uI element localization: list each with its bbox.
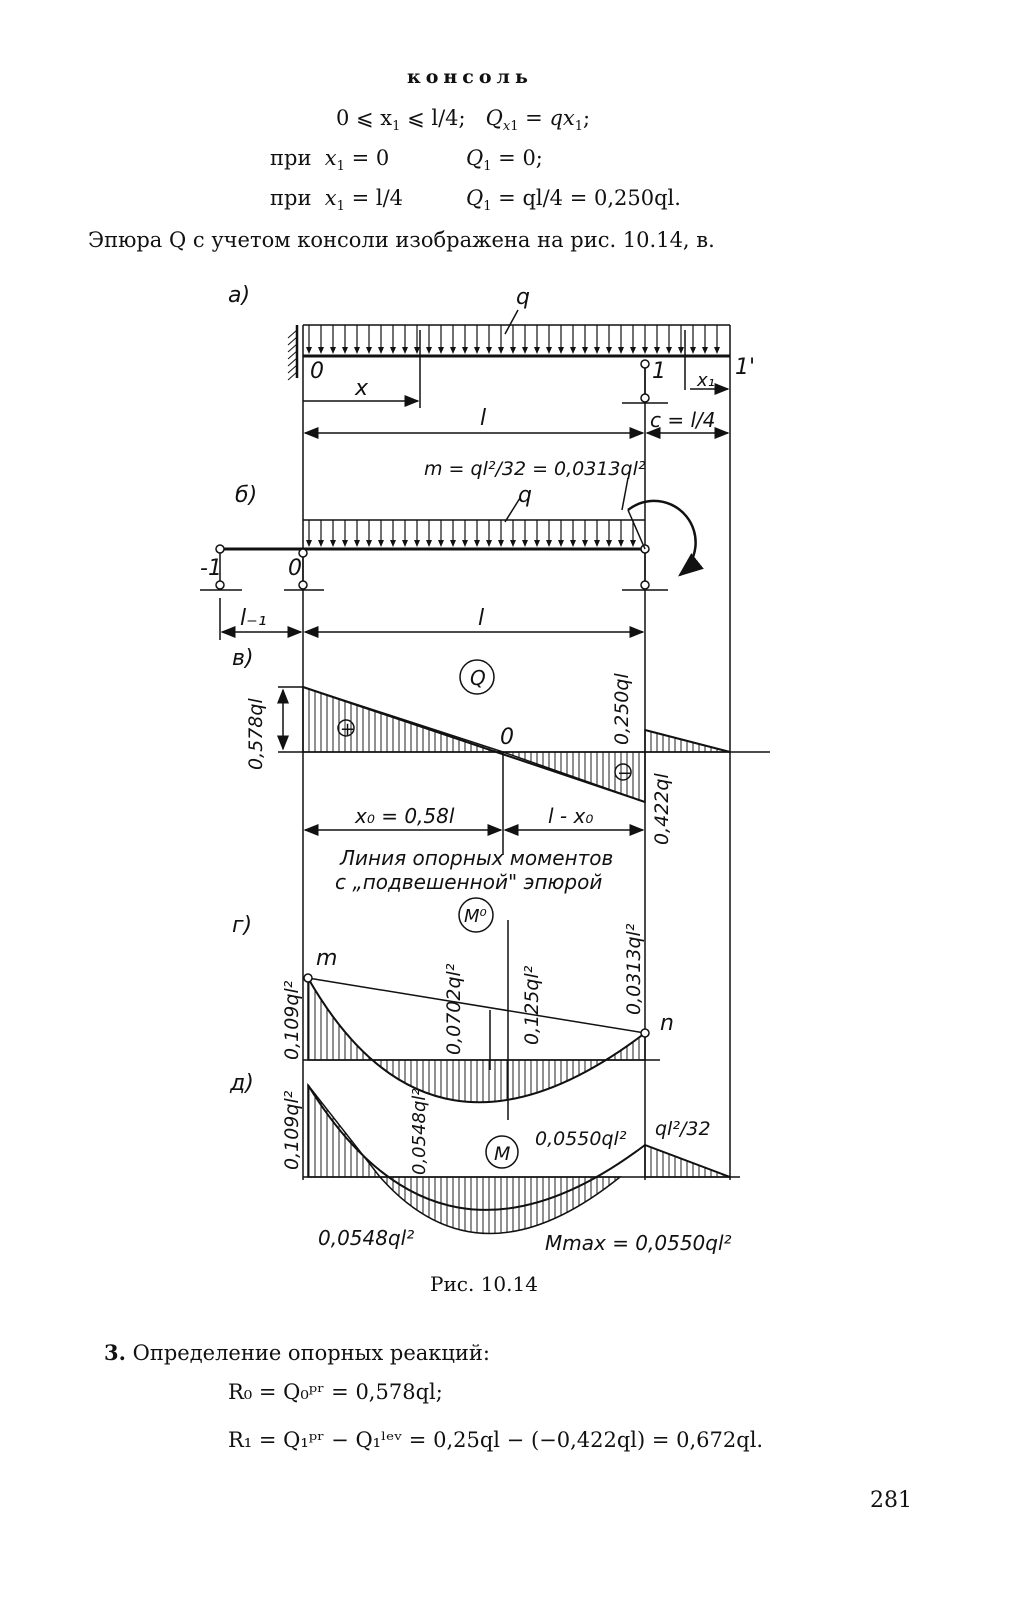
m-label-circle <box>485 1135 519 1169</box>
condition-row-1: при x1 = 0 <box>270 146 390 175</box>
label-moment-equation: m = ql²/32 = 0,0313ql² <box>424 458 646 480</box>
label-l-b: l <box>478 606 484 631</box>
reaction-r1: R₁ = Q₁ᵖʳ − Q₁ˡᵉᵛ = 0,25ql − (−0,422ql) … <box>228 1428 764 1452</box>
label-support-line-1: Линия опорных моментов <box>339 846 613 870</box>
label-x: x <box>354 376 369 401</box>
section-heading: 3. Определение опорных реакций: <box>104 1340 490 1365</box>
moment-diagram-m <box>303 1082 740 1235</box>
label-q-b: q <box>518 483 532 508</box>
label-mmax: Mmax = 0,0550ql² <box>545 1231 732 1255</box>
condition-row-2: при x1 = l/4 <box>270 186 404 215</box>
label-00550ql2-g: 0,0550ql² <box>535 1128 627 1150</box>
shear-diagram-q <box>277 659 770 855</box>
label-node0-a: 0 <box>310 359 324 384</box>
label-0422ql: 0,422ql <box>651 773 673 845</box>
label-node1-prime: 1' <box>735 355 755 380</box>
reaction-r0: R₀ = Q₀ᵖʳ = 0,578ql; <box>228 1380 443 1404</box>
label-support-line-2: с „подвешенной" эпюрой <box>335 870 602 894</box>
moment-diagram-m0 <box>303 897 660 1120</box>
label-0125ql2: 0,125ql² <box>521 965 543 1045</box>
figure-caption: Рис. 10.14 <box>430 1272 538 1296</box>
page-number: 281 <box>870 1488 912 1513</box>
support-moments-line <box>307 977 646 1034</box>
label-0578ql: 0,578ql <box>245 698 267 770</box>
label-node-minus1: -1 <box>200 556 222 581</box>
label-0250ql: 0,250ql <box>611 673 633 745</box>
scheme-b <box>200 477 704 640</box>
equation-range: 0 ⩽ x1 ⩽ l/4; Qx1 = qx1; <box>336 106 591 135</box>
label-d: д) <box>229 1071 254 1096</box>
label-c: c = l/4 <box>650 408 716 432</box>
label-0109ql2-d: 0,109ql² <box>281 1090 303 1170</box>
label-Q-circle: Q <box>470 666 486 690</box>
condition-row-1-result: Q1 = 0; <box>466 146 543 175</box>
label-zero: 0 <box>500 725 514 750</box>
label-a: а) <box>228 283 250 308</box>
m0-label-circle <box>458 897 494 933</box>
label-q-a: q <box>516 285 530 310</box>
label-00548ql2-g: 0,0548ql² <box>409 1088 430 1175</box>
label-node1-a: 1 <box>652 359 666 384</box>
label-ql2-32: ql²/32 <box>655 1118 711 1140</box>
wall-hatch <box>287 329 298 381</box>
label-l-a: l <box>480 406 486 431</box>
label-n: n <box>660 1011 674 1036</box>
label-m: m <box>316 946 337 971</box>
condition-row-2-result: Q1 = ql/4 = 0,250ql. <box>466 186 681 215</box>
label-0109ql2-g: 0,109ql² <box>281 980 303 1060</box>
label-00702ql2: 0,0702ql² <box>443 963 465 1055</box>
label-x1: x₁ <box>696 370 715 391</box>
q-label-circle <box>459 659 495 695</box>
label-00548ql2-d: 0,0548ql² <box>318 1226 414 1250</box>
label-g: г) <box>232 913 252 938</box>
distributed-load-arrows-a <box>306 325 720 354</box>
label-plus: + <box>340 719 355 740</box>
label-l-minus-x0: l - x₀ <box>548 804 593 828</box>
label-minus: − <box>617 763 632 784</box>
figure-reference-note: Эпюра Q с учетом консоли изображена на р… <box>88 228 715 252</box>
label-M-circle: M <box>494 1143 510 1165</box>
label-b: б) <box>235 483 257 508</box>
label-node0-b: 0 <box>288 556 302 581</box>
plus-sign-circle <box>337 719 355 737</box>
scheme-a <box>287 309 730 439</box>
distributed-load-arrows-b <box>306 520 636 547</box>
label-x0: x₀ = 0,58l <box>354 804 455 828</box>
minus-sign-circle <box>614 763 632 781</box>
label-v: в) <box>232 646 254 671</box>
label-l-minus1: l₋₁ <box>240 606 267 631</box>
label-00313ql2: 0,0313ql² <box>623 923 645 1015</box>
label-M0-circle: M⁰ <box>464 906 487 927</box>
console-heading: консоль <box>407 66 533 88</box>
